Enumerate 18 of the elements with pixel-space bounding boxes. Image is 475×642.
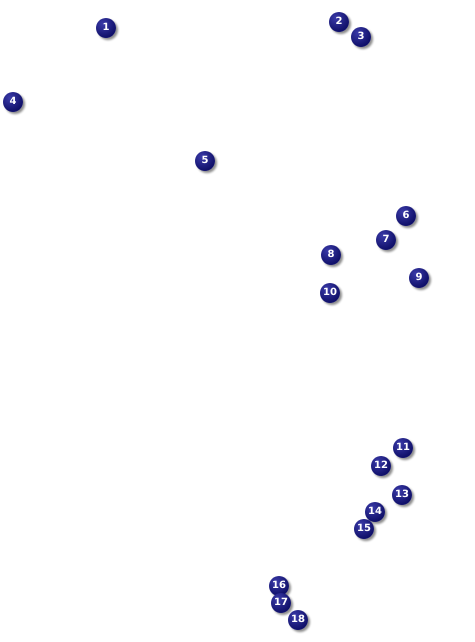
callout-number: 14	[365, 502, 385, 522]
callout-number: 18	[288, 610, 308, 630]
callout-number: 12	[371, 456, 391, 476]
callout-number: 17	[271, 593, 291, 613]
callout-number: 6	[396, 206, 416, 226]
callout-number: 9	[409, 268, 429, 288]
callout-number: 10	[320, 283, 340, 303]
callout-number: 7	[376, 230, 396, 250]
callout-number: 11	[393, 438, 413, 458]
callout-number: 3	[351, 27, 371, 47]
callout-number: 16	[269, 576, 289, 596]
callout-number: 2	[329, 12, 349, 32]
callout-number: 8	[321, 245, 341, 265]
callout-number: 5	[195, 151, 215, 171]
callout-number: 13	[392, 485, 412, 505]
callout-number: 4	[3, 92, 23, 112]
callout-number: 15	[354, 519, 374, 539]
callout-number: 1	[96, 18, 116, 38]
